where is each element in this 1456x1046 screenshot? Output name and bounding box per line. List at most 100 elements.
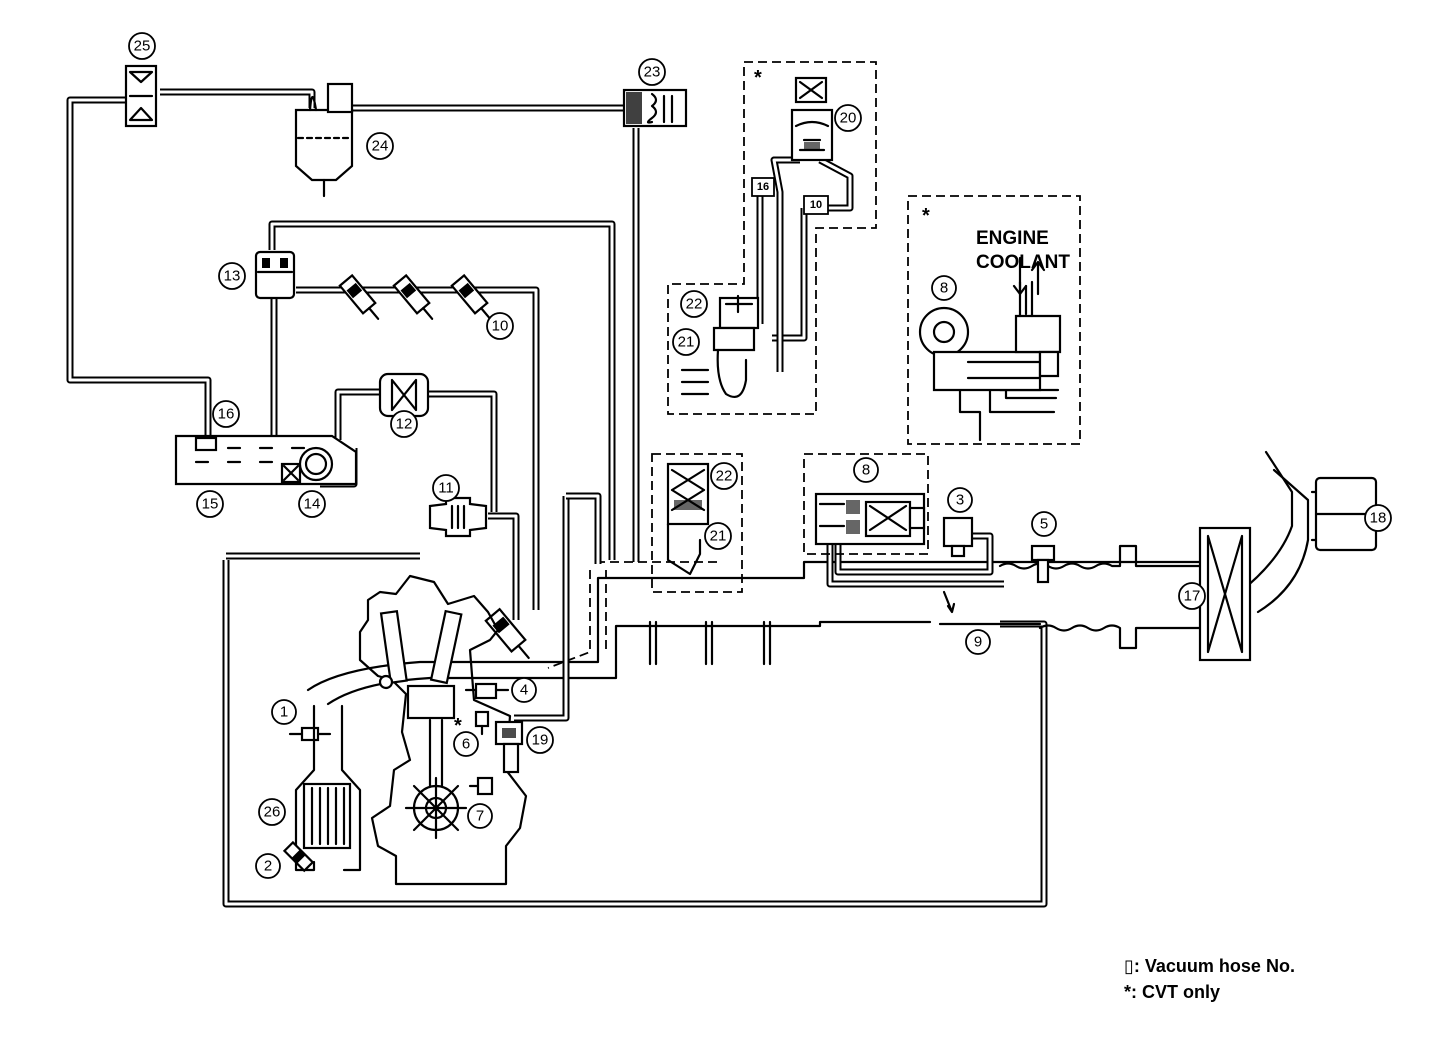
callout-8-main: 8: [853, 457, 879, 483]
svg-text:4: 4: [520, 682, 528, 699]
callout-19: 19: [526, 726, 554, 754]
engine-block: [358, 574, 528, 886]
svg-text:21: 21: [710, 528, 727, 545]
map-sensor-3: [942, 516, 974, 558]
svg-text:1: 1: [280, 704, 288, 721]
callout-11: 11: [432, 474, 460, 502]
svg-text:20: 20: [840, 110, 857, 127]
fuel-filter-12: [378, 372, 430, 418]
o2-sensor-2: [282, 840, 315, 873]
callout-2: 2: [255, 853, 281, 879]
svg-text:16: 16: [757, 181, 769, 193]
callout-17: 17: [1178, 582, 1206, 610]
svg-text:19: 19: [532, 732, 549, 749]
svg-text:3: 3: [956, 492, 964, 509]
callout-18: 18: [1364, 504, 1392, 532]
coolant-arrows: [1012, 256, 1046, 296]
cvt-asterisk-1: *: [754, 67, 762, 89]
svg-text:25: 25: [134, 38, 151, 55]
purge-valve-23: [622, 88, 688, 128]
sensor-7: [468, 776, 494, 796]
callout-13: 13: [218, 262, 246, 290]
pcv-valve-1: [288, 726, 332, 742]
svg-text:14: 14: [304, 496, 321, 513]
svg-text:24: 24: [372, 138, 389, 155]
arrow-9: [942, 590, 956, 614]
callout-14: 14: [298, 490, 326, 518]
svg-text:26: 26: [264, 804, 281, 821]
engine-coolant-label-2: COOLANT: [976, 252, 1070, 273]
legend-cvt-symbol: *: [1124, 982, 1132, 1002]
callout-16: 16: [212, 400, 240, 428]
callout-4: 4: [511, 677, 537, 703]
callout-1: 1: [271, 699, 297, 725]
svg-text:18: 18: [1370, 510, 1387, 527]
svg-text:9: 9: [974, 634, 982, 651]
components: [124, 64, 1378, 886]
cvt-solenoid-upper: [680, 294, 760, 398]
svg-text:21: 21: [678, 334, 695, 351]
legend-hose-text: : Vacuum hose No.: [1133, 956, 1295, 976]
callout-20: 20: [834, 104, 862, 132]
svg-text:8: 8: [940, 280, 948, 297]
pressure-regulator-13: [254, 250, 296, 300]
callout-25: 25: [128, 32, 156, 60]
svg-text:13: 13: [224, 268, 241, 285]
sensor-6: [474, 710, 490, 736]
callout-6: 6: [453, 731, 479, 757]
svg-text:15: 15: [202, 496, 219, 513]
hose-tag-16: 16: [751, 177, 775, 197]
cvt-asterisk-3: *: [454, 715, 462, 737]
svg-text:23: 23: [644, 64, 661, 81]
cvt-asterisk-2: *: [922, 205, 930, 227]
injectors-10: [338, 273, 530, 660]
callout-3: 3: [947, 487, 973, 513]
air-cleaner-17: [1198, 526, 1252, 662]
legend-hose-symbol: ▯: [1124, 956, 1134, 976]
callout-23: 23: [638, 58, 666, 86]
converter-26: [294, 704, 362, 872]
svg-text:6: 6: [462, 736, 470, 753]
engine-coolant-label-1: ENGINE: [976, 228, 1049, 249]
callout-10: 10: [486, 312, 514, 340]
throttle-body-19: [494, 720, 524, 774]
iac-valve-8-inset: [918, 280, 1062, 392]
svg-text:11: 11: [438, 480, 454, 497]
cvt-boxes: [651, 61, 1081, 593]
legend-cvt-only: *: CVT only: [1124, 979, 1295, 1005]
svg-text:12: 12: [396, 416, 413, 433]
callout-22-lower: 22: [710, 462, 738, 490]
svg-text:22: 22: [686, 296, 703, 313]
svg-text:10: 10: [492, 318, 509, 335]
svg-text:17: 17: [1184, 588, 1201, 605]
two-way-valve-25: [124, 64, 158, 128]
legend-vacuum-hose: ▯: Vacuum hose No.: [1124, 953, 1295, 979]
callout-15: 15: [196, 490, 224, 518]
svg-text:5: 5: [1040, 516, 1048, 533]
svg-text:2: 2: [264, 858, 272, 875]
valve-20: [790, 76, 834, 162]
callout-21-lower: 21: [704, 522, 732, 550]
cvt-solenoid-lower: [666, 462, 710, 576]
callout-5: 5: [1031, 511, 1057, 537]
hose-tag-10: 10: [803, 195, 829, 215]
callout-8-inset: 8: [931, 275, 957, 301]
iat-sensor-5: [1030, 544, 1056, 584]
svg-text:8: 8: [862, 462, 870, 479]
callout-22-upper: 22: [680, 290, 708, 318]
iac-valve-8-main: [814, 492, 926, 546]
svg-text:10: 10: [810, 199, 822, 211]
hose-lines: [66, 88, 1318, 908]
legend-cvt-text: : CVT only: [1131, 982, 1221, 1002]
svg-text:22: 22: [716, 468, 733, 485]
legend: ▯: Vacuum hose No. *: CVT only: [1124, 953, 1295, 1005]
svg-text:16: 16: [218, 406, 235, 423]
callout-24: 24: [366, 132, 394, 160]
callout-7: 7: [467, 803, 493, 829]
fuel-tank-15: [174, 434, 358, 486]
separator-24: [294, 82, 354, 198]
damper-11: [428, 496, 488, 538]
callout-21-upper: 21: [672, 328, 700, 356]
callout-12: 12: [390, 410, 418, 438]
